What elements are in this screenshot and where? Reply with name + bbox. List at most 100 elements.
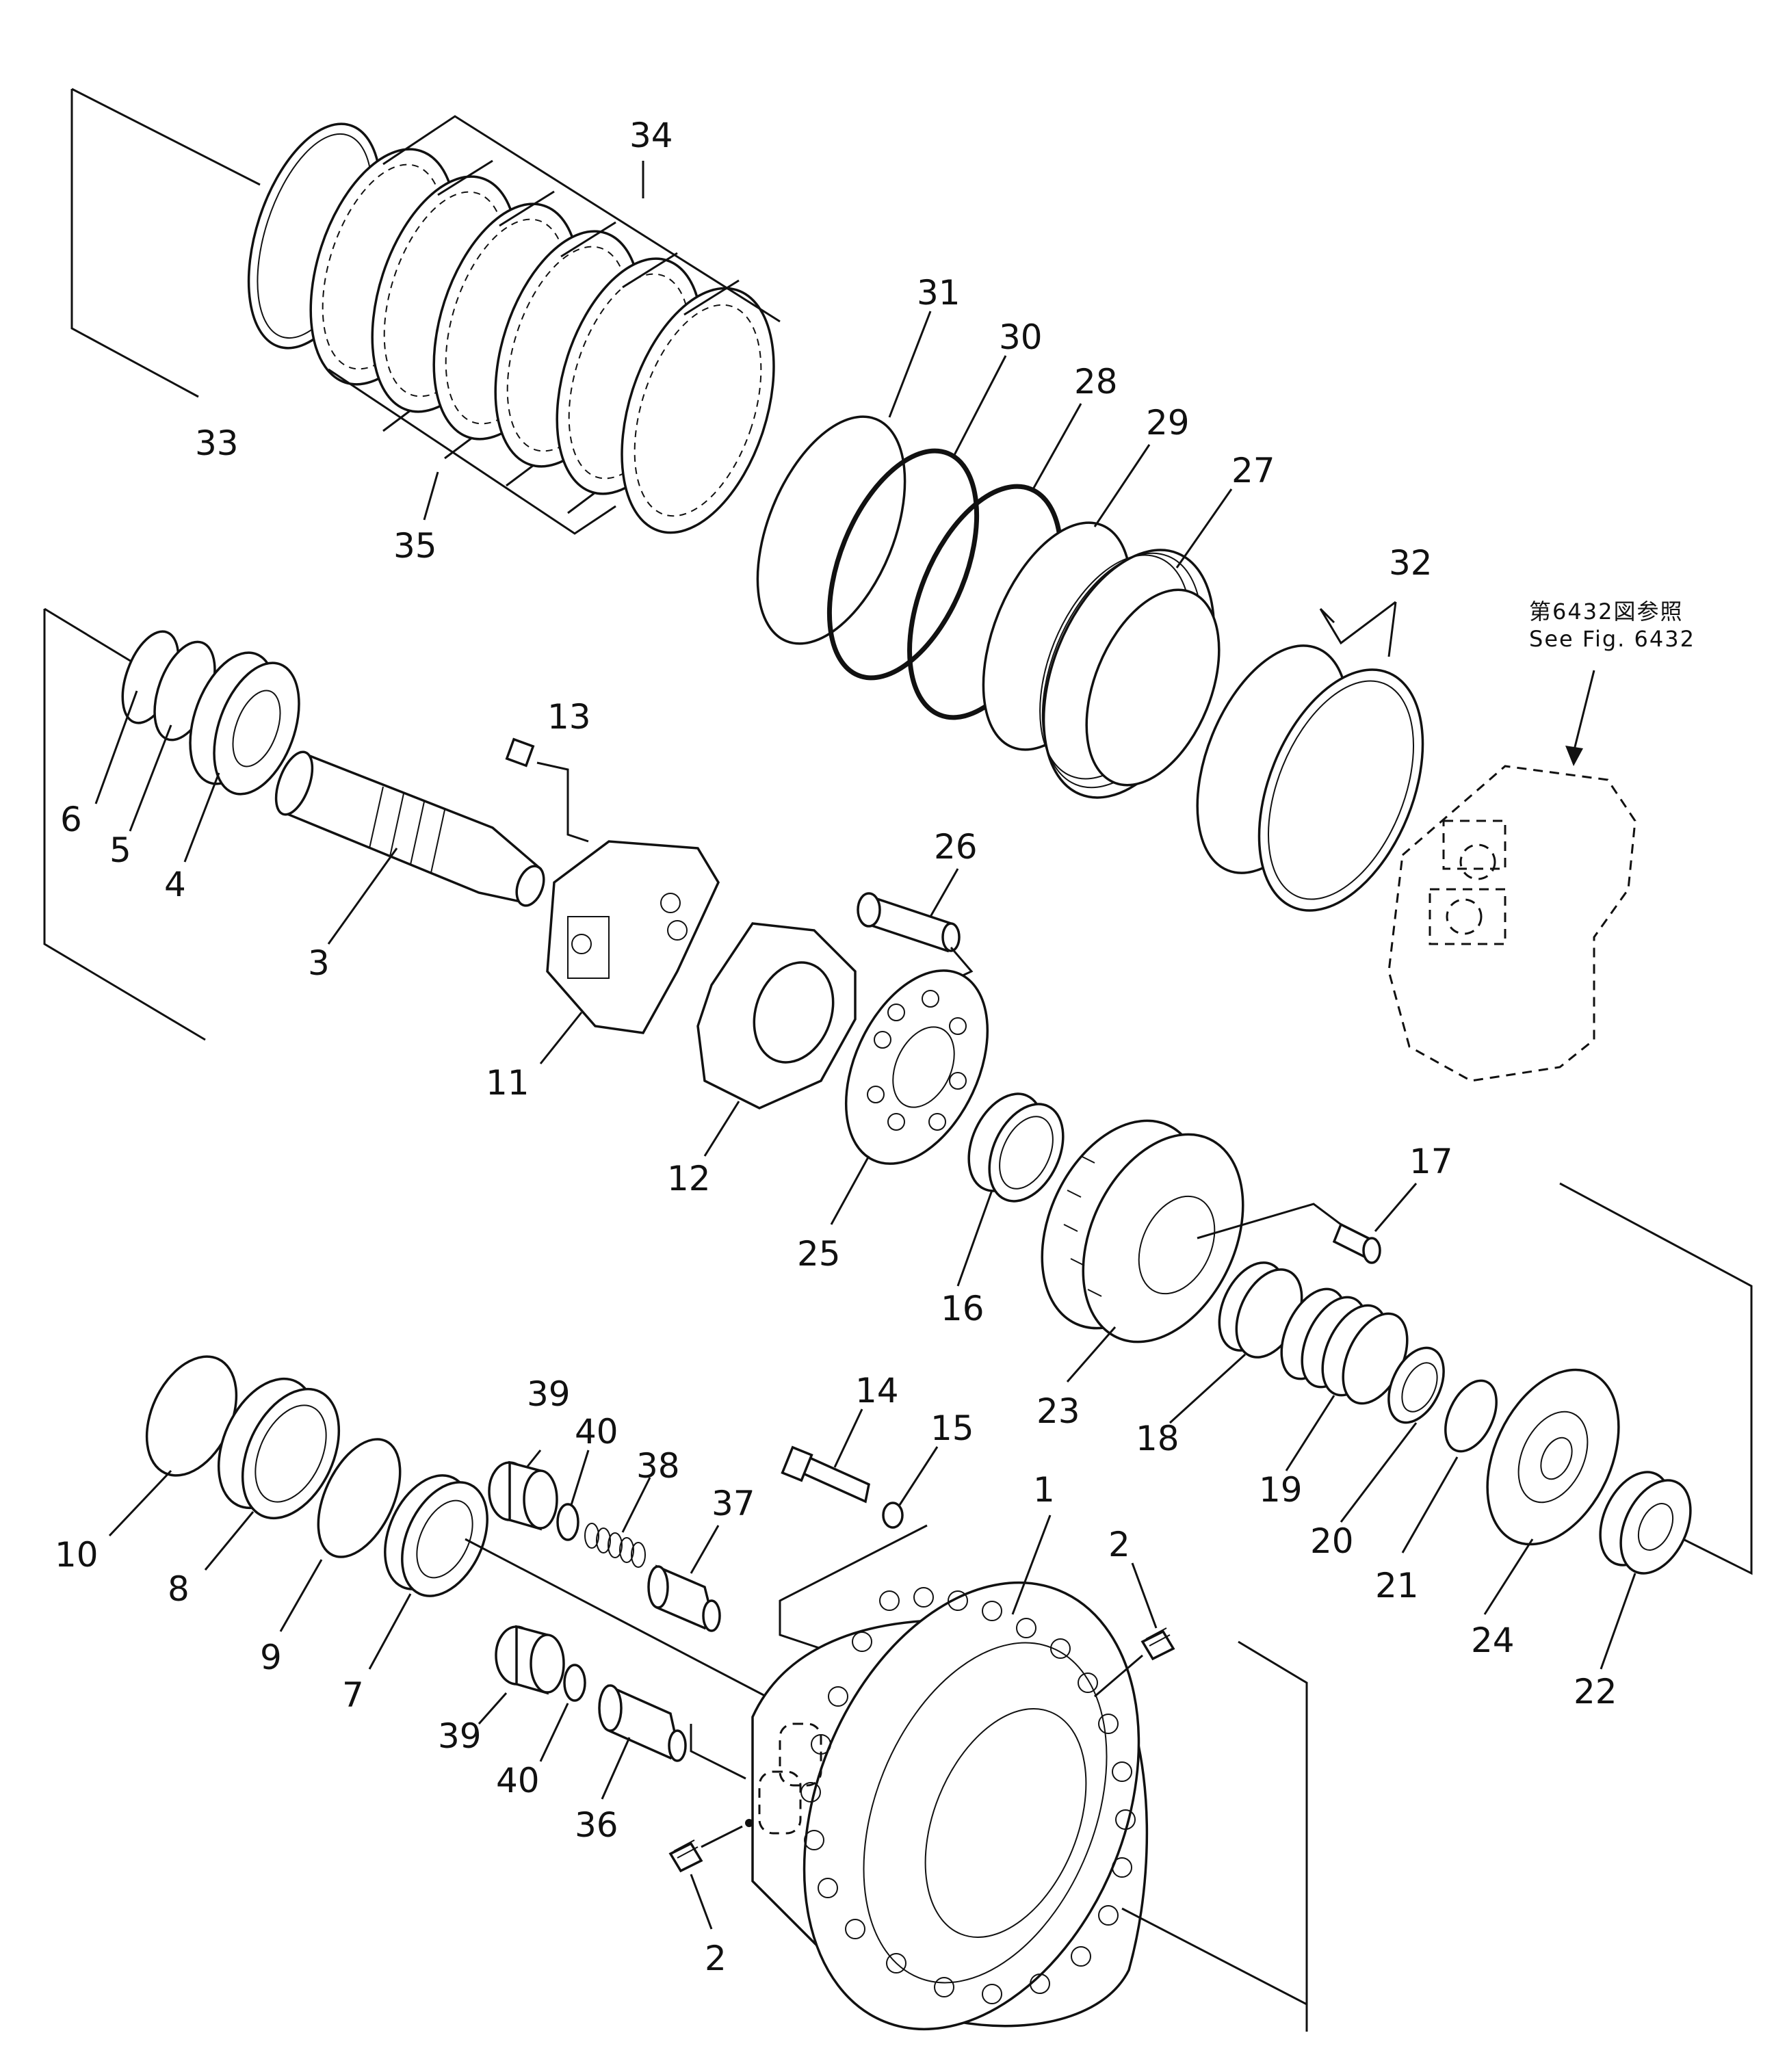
clutch-pack-group: [70, 88, 781, 535]
spring-38: [584, 1523, 646, 1568]
leader-23: [1066, 1326, 1117, 1382]
label-25: 25: [797, 1234, 841, 1274]
motor-housing-1: [745, 1581, 1308, 2032]
label-40-upper: 40: [575, 1412, 618, 1452]
leader-16: [956, 1190, 993, 1287]
leader-13: [536, 761, 589, 843]
leader-36: [601, 1737, 631, 1800]
ring-30: [826, 448, 980, 681]
plug-2-lower: [668, 1839, 703, 1873]
valve-plate-25: [844, 969, 989, 1165]
leader-38: [621, 1477, 651, 1533]
label-12: 12: [667, 1159, 711, 1198]
label-6: 6: [60, 800, 82, 839]
leader-19: [1285, 1395, 1335, 1471]
label-19: 19: [1259, 1470, 1303, 1510]
valve-components: [478, 1408, 939, 1800]
o-ring-40-upper: [556, 1503, 579, 1541]
leader-14: [833, 1408, 863, 1468]
reference-arrow: [1572, 670, 1595, 753]
snap-ring-21: [1444, 1379, 1498, 1453]
leader-1: [1011, 1514, 1052, 1615]
label-15: 15: [930, 1408, 974, 1448]
spool-36: [598, 1684, 687, 1762]
washer-20: [1387, 1346, 1445, 1424]
plug-39-upper: [488, 1460, 558, 1531]
label-28: 28: [1074, 362, 1118, 402]
label-13: 13: [547, 697, 591, 737]
part-labels: 1 2 2 3 4 5 6 7 8 9 10 11 12 13 14 15 16…: [55, 116, 1617, 1978]
leader-37: [690, 1525, 720, 1574]
leader-12: [703, 1101, 740, 1157]
leader-21: [1401, 1456, 1459, 1553]
label-39-upper: 39: [527, 1374, 571, 1414]
label-18: 18: [1136, 1419, 1179, 1458]
label-7: 7: [342, 1675, 364, 1715]
seal-rings-group: [756, 311, 1233, 799]
bushing-16: [967, 1092, 1065, 1203]
label-14: 14: [855, 1371, 899, 1411]
label-16: 16: [941, 1289, 984, 1328]
leader-5: [129, 724, 172, 832]
leader-40-lower: [539, 1703, 569, 1762]
lower-left-group: [108, 1355, 767, 1698]
leader-17-link: [1197, 1203, 1342, 1240]
clutch-plates: [309, 148, 775, 534]
leader-7: [368, 1593, 412, 1670]
leader-10: [108, 1469, 172, 1537]
bracket-right-lower: [1238, 1640, 1308, 2032]
pin-26: [857, 892, 961, 953]
label-36: 36: [575, 1805, 618, 1845]
leader-6: [94, 690, 138, 804]
swash-plate-11: [546, 840, 720, 1034]
label-32: 32: [1389, 543, 1433, 583]
leader-9: [279, 1559, 323, 1632]
label-8: 8: [168, 1569, 190, 1609]
leader-25: [830, 1155, 870, 1225]
label-10: 10: [55, 1535, 99, 1575]
label-27: 27: [1231, 451, 1275, 490]
label-23: 23: [1036, 1391, 1080, 1431]
leader-2-upper: [1131, 1562, 1158, 1629]
label-5: 5: [109, 830, 131, 870]
seal-pair-32: [1196, 601, 1424, 912]
leader-11: [539, 1012, 583, 1064]
reference-note: 第6432図参照 See Fig. 6432: [1529, 599, 1694, 652]
label-22: 22: [1574, 1672, 1617, 1712]
bracket-right-middle: [1559, 1182, 1753, 1575]
cam-12: [696, 922, 857, 1110]
leader-40-upper: [570, 1450, 590, 1506]
label-38: 38: [636, 1446, 680, 1486]
leader-3: [327, 848, 398, 945]
label-33: 33: [195, 423, 239, 463]
leader-8: [204, 1511, 255, 1571]
shaft-3: [274, 750, 545, 907]
label-29: 29: [1146, 403, 1190, 443]
label-1: 1: [1033, 1470, 1055, 1510]
plug-39-lower: [495, 1625, 565, 1695]
label-39-lower: 39: [438, 1716, 482, 1756]
ring-31: [756, 415, 906, 645]
seal-8: [217, 1377, 341, 1520]
spool-37: [647, 1564, 721, 1632]
bracket-left-middle: [43, 609, 206, 1041]
label-34: 34: [629, 116, 673, 155]
leader-32: [1319, 601, 1396, 645]
o-ring-9: [317, 1438, 402, 1558]
plug-2-upper: [1140, 1627, 1175, 1661]
label-35: 35: [393, 526, 437, 566]
pin-17: [1332, 1222, 1381, 1264]
label-4: 4: [164, 865, 186, 904]
label-20: 20: [1310, 1521, 1354, 1561]
swash-group: [505, 737, 989, 1225]
label-30: 30: [999, 317, 1043, 357]
bearing-7: [384, 1474, 488, 1597]
leader-24: [1483, 1538, 1534, 1615]
label-31: 31: [917, 273, 961, 313]
leader-35: [328, 368, 616, 535]
leader-17: [1374, 1183, 1418, 1232]
washer-15: [882, 1501, 904, 1529]
cylinder-block-23: [1041, 1119, 1244, 1343]
label-17: 17: [1409, 1142, 1453, 1181]
